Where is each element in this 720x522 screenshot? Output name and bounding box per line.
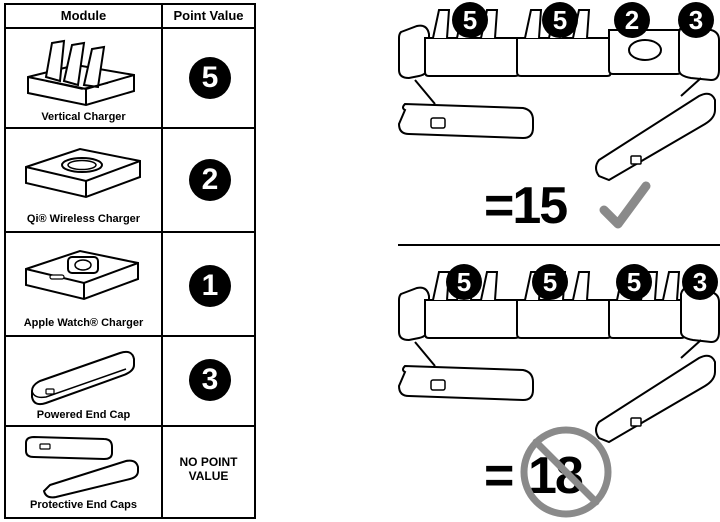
section-divider <box>398 244 720 246</box>
bottom-result-equals: = <box>484 447 514 505</box>
no-point-value-line1: NO POINT <box>179 455 238 469</box>
powered-end-cap-illustration <box>31 350 135 406</box>
point-value-badge: 5 <box>189 57 231 99</box>
table-header: Module Point Value <box>6 5 254 29</box>
row-label-apple-watch-charger: Apple Watch® Charger <box>23 317 144 329</box>
table-row: Protective End Caps NO POINT VALUE <box>6 427 254 517</box>
header-module: Module <box>60 8 107 23</box>
top-number-badge-1: 5 <box>452 2 488 38</box>
table-row: Vertical Charger 5 <box>6 27 254 129</box>
top-number-badge-3: 2 <box>614 2 650 38</box>
bottom-number-badge-3: 5 <box>616 264 652 300</box>
row-label-protective-end-caps: Protective End Caps <box>30 499 137 511</box>
apple-watch-charger-illustration <box>25 249 139 301</box>
top-number-badge-4: 3 <box>678 2 714 38</box>
no-point-value-text: NO POINT VALUE <box>163 455 254 483</box>
bottom-number-badge-4: 3 <box>682 264 718 300</box>
qi-charger-illustration <box>25 147 141 199</box>
protective-end-caps-illustration <box>25 435 139 499</box>
top-number-badge-2: 5 <box>542 2 578 38</box>
prohibited-icon <box>520 426 612 518</box>
bottom-number-badge-1: 5 <box>446 264 482 300</box>
table-row: Apple Watch® Charger 1 <box>6 233 254 337</box>
no-point-value-line2: VALUE <box>188 469 229 483</box>
module-point-table: Module Point Value Vertical Charger 5 <box>4 3 256 519</box>
column-divider <box>161 5 163 517</box>
top-result-total: =15 <box>484 177 568 235</box>
table-row: Qi® Wireless Charger 2 <box>6 129 254 233</box>
point-value-badge: 2 <box>189 159 231 201</box>
point-value-badge: 3 <box>189 359 231 401</box>
header-point-value: Point Value <box>173 8 244 23</box>
point-value-badge: 1 <box>189 265 231 307</box>
checkmark-icon <box>599 181 651 229</box>
row-label-qi-charger: Qi® Wireless Charger <box>26 213 141 225</box>
bottom-number-badge-2: 5 <box>532 264 568 300</box>
row-label-powered-end-cap: Powered End Cap <box>36 409 131 421</box>
assembly-top-illustration <box>397 9 720 182</box>
row-label-vertical-charger: Vertical Charger <box>41 111 126 123</box>
table-row: Powered End Cap 3 <box>6 337 254 427</box>
vertical-charger-illustration <box>27 39 135 107</box>
